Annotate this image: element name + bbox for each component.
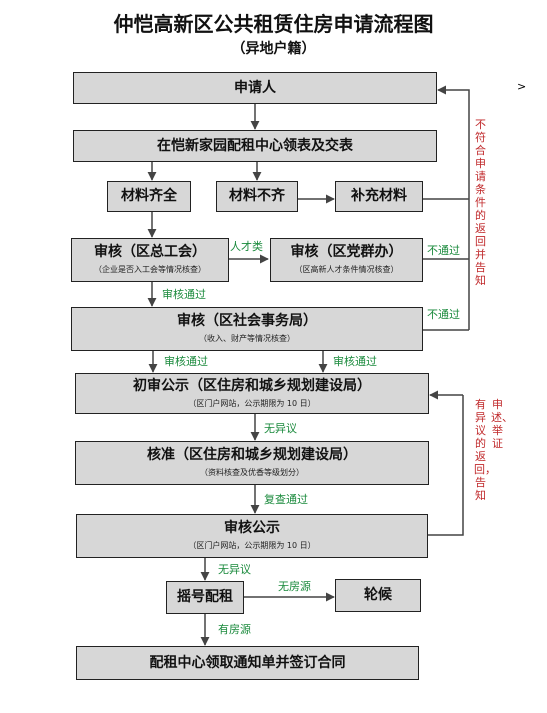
step-approval: 核准（区住房和城乡规划建设局） （资料核查及优香等级划分） bbox=[75, 441, 429, 485]
note-objection-return: 有异议的返回，告知 bbox=[474, 398, 496, 502]
label-no-objection-2: 无异议 bbox=[218, 563, 251, 576]
corner-mark: > bbox=[517, 80, 527, 93]
step-lottery: 摇号配租 bbox=[166, 581, 244, 614]
page-title: 仲恺高新区公共租赁住房申请流程图 bbox=[113, 12, 434, 36]
label-talent: 人才类 bbox=[230, 240, 263, 253]
label-recheck-pass: 复查通过 bbox=[264, 493, 308, 506]
label-pass-2: 审核通过 bbox=[164, 355, 208, 368]
step-review-social: 审核（区社会事务局） （收入、财产等情况核查） bbox=[71, 307, 423, 351]
step-review-union: 审核（区总工会） （企业是否入工会等情况核查） bbox=[71, 238, 229, 282]
step-collect-forms: 在恺新家园配租中心领表及交表 bbox=[73, 130, 437, 162]
step-prelim-notice: 初审公示（区住房和城乡规划建设局） （区门户网站，公示期限为 10 日） bbox=[75, 373, 429, 414]
label-no-objection-1: 无异议 bbox=[264, 422, 297, 435]
note-appeal-evidence: 申述、举证 bbox=[491, 398, 513, 450]
label-not-pass-1: 不通过 bbox=[427, 244, 460, 257]
note-ineligible-return: 不符合申请条件的返回并告知 bbox=[475, 118, 486, 287]
step-final: 配租中心领取通知单并签订合同 bbox=[76, 646, 419, 680]
step-applicant: 申请人 bbox=[73, 72, 437, 104]
step-review-party: 审核（区党群办） （区高新人才条件情况核查） bbox=[270, 238, 423, 282]
label-pass-3: 审核通过 bbox=[333, 355, 377, 368]
label-no-housing: 无房源 bbox=[278, 580, 311, 593]
label-pass-1: 审核通过 bbox=[162, 288, 206, 301]
step-materials-incomplete: 材料不齐 bbox=[216, 181, 298, 212]
page-subtitle: （异地户籍） bbox=[231, 41, 316, 57]
step-waitlist: 轮候 bbox=[335, 579, 421, 612]
step-materials-complete: 材料齐全 bbox=[107, 181, 191, 212]
label-has-housing: 有房源 bbox=[218, 623, 251, 636]
label-not-pass-2: 不通过 bbox=[427, 308, 460, 321]
step-supplement: 补充材料 bbox=[335, 181, 423, 212]
step-review-notice: 审核公示 （区门户网站，公示期限为 10 日） bbox=[76, 514, 428, 558]
